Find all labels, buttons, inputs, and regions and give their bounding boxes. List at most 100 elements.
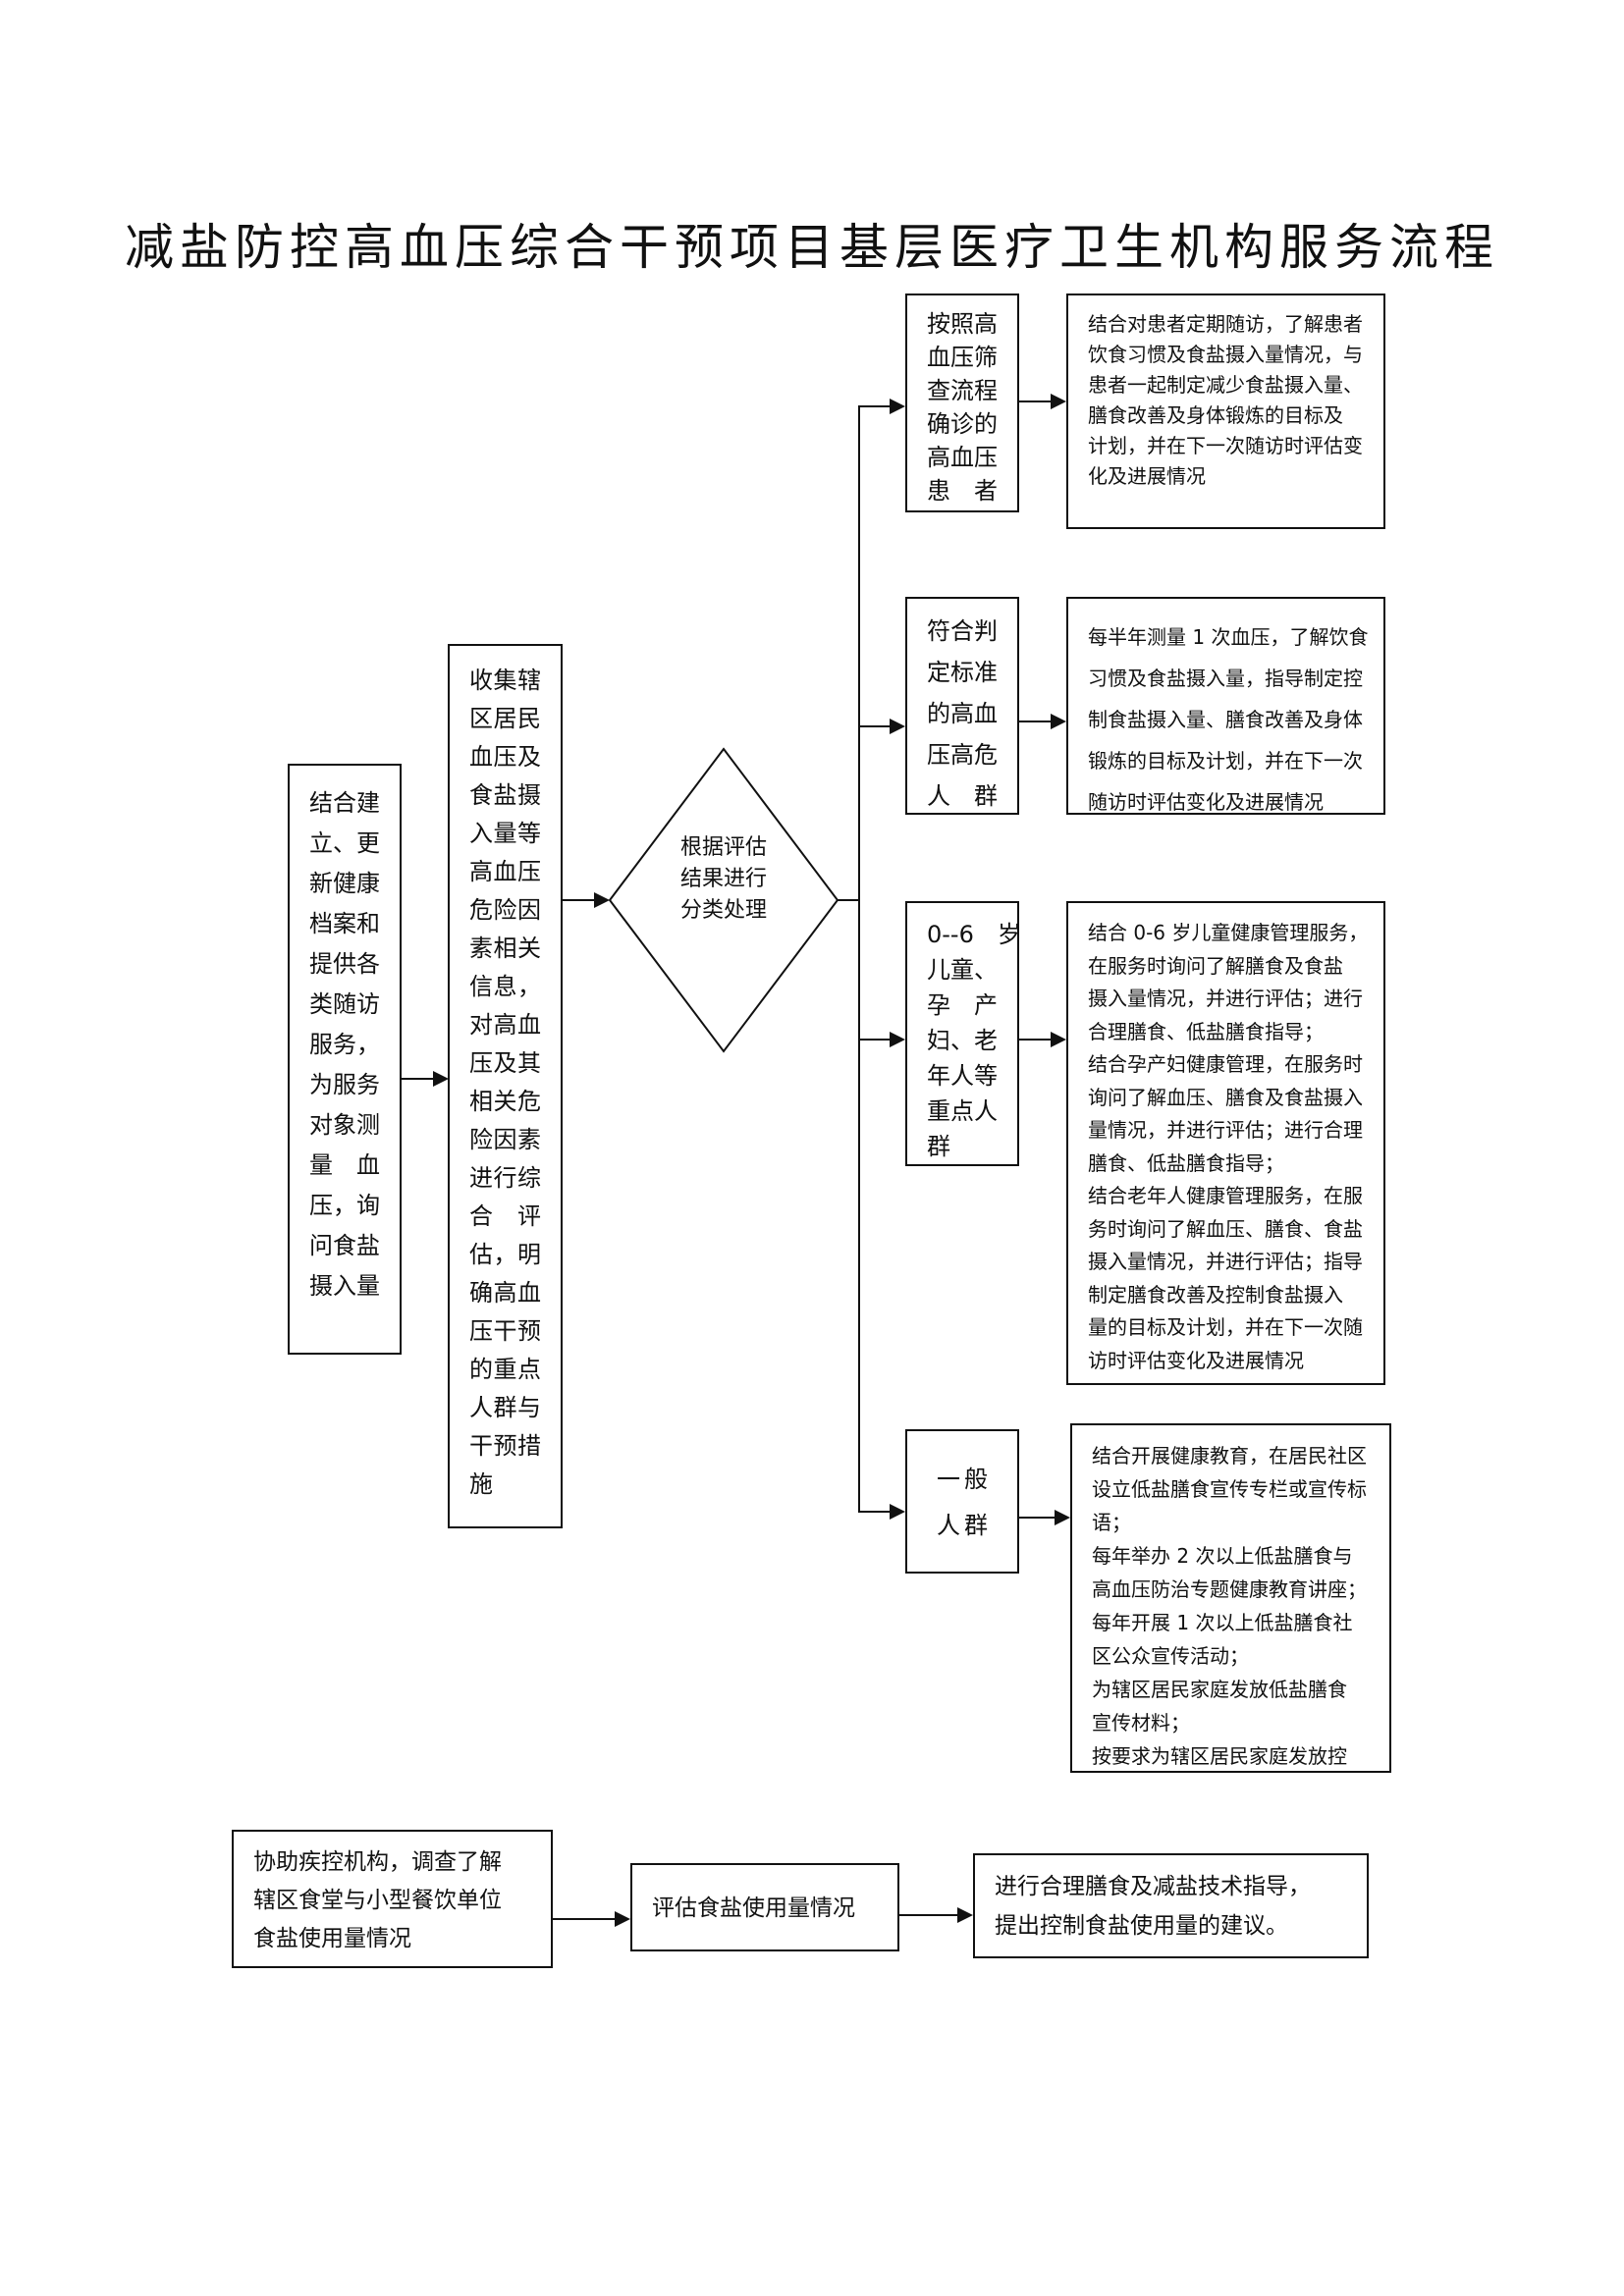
text-line: 务时询问了解血压、膳食、食盐 <box>1088 1216 1363 1241</box>
action-hypertension-patients-box: 结合对患者定期随访，了解患者饮食习惯及食盐摄入量情况，与患者一起制定减少食盐摄入… <box>1066 294 1385 529</box>
connector-line <box>1019 400 1053 402</box>
text-line: 量情况，并进行评估；进行合理 <box>1088 1118 1363 1142</box>
text-line: 高血压 <box>927 444 998 471</box>
action-high-risk-box: 每半年测量 1 次血压，了解饮食习惯及食盐摄入量，指导制定控制食盐摄入量、膳食改… <box>1066 597 1385 815</box>
text-line: 类随访 <box>309 990 380 1018</box>
text-line: 重点人 <box>927 1097 998 1125</box>
text-line: 儿童、 <box>927 956 998 984</box>
arrow-head-icon <box>615 1911 630 1927</box>
text-line: 危险因 <box>469 896 541 924</box>
decision-text: 根据评估 结果进行 分类处理 <box>679 835 767 923</box>
branch-line <box>859 405 891 407</box>
arrow-head-icon <box>1051 1032 1066 1047</box>
text-line: 收集辖 <box>469 667 541 694</box>
text-line: 高血压 <box>469 858 541 885</box>
text-line: 提供各 <box>309 950 380 978</box>
step-health-records-box: 结合建立、更新健康档案和提供各类随访服务，为服务对象测量 血压，询问食盐摄入量 <box>288 764 402 1355</box>
text-line: 妇、老 <box>927 1027 998 1054</box>
text-line: 辖区食堂与小型餐饮单位 <box>253 1888 502 1913</box>
text-line: 高血压防治专题健康教育讲座； <box>1092 1577 1367 1601</box>
text-line: 结合建 <box>309 789 380 817</box>
arrow-head-icon <box>890 1032 905 1047</box>
text-line: 摄入量情况，并进行评估；指导 <box>1088 1250 1363 1273</box>
text-line: 摄入量 <box>309 1272 380 1300</box>
text-line: 量 血 <box>309 1151 380 1179</box>
text-line: 按要求为辖区居民家庭发放控 <box>1092 1744 1347 1768</box>
step-collect-assess-text: 收集辖区居民血压及食盐摄入量等高血压危险因素相关信息，对高血压及其相关危险因素进… <box>450 662 561 1504</box>
text-line: 人群与 <box>469 1394 541 1421</box>
text-line: 每半年测量 1 次血压，了解饮食 <box>1088 625 1369 649</box>
text-line: 符合判 <box>927 617 998 645</box>
text-line: 群 <box>927 1133 950 1160</box>
step-collect-assess-box: 收集辖区居民血压及食盐摄入量等高血压危险因素相关信息，对高血压及其相关危险因素进… <box>448 644 563 1528</box>
text-line: 询问了解血压、膳食及食盐摄入 <box>1088 1085 1363 1109</box>
text-line: 设立低盐膳食宣传专栏或宣传标 <box>1092 1477 1367 1501</box>
text-line: 档案和 <box>309 910 380 937</box>
text-line: 膳食改善及身体锻炼的目标及 <box>1088 403 1343 427</box>
text-line: 确诊的 <box>927 410 998 438</box>
connector-line <box>1019 1517 1056 1519</box>
text-line: 在服务时询问了解膳食及食盐 <box>1088 953 1343 978</box>
group-label: 符合判定标准的高血压高危人群 <box>907 611 1017 817</box>
text-line: 年人等 <box>927 1062 998 1090</box>
arrow-head-icon <box>433 1071 449 1087</box>
text-line: 对象测 <box>309 1111 380 1139</box>
text-line: 服务， <box>309 1031 380 1058</box>
step-health-records-text: 结合建立、更新健康档案和提供各类随访服务，为服务对象测量 血压，询问食盐摄入量 <box>290 783 400 1307</box>
text-line: 人群 <box>927 782 998 810</box>
arrow-head-icon <box>890 719 905 734</box>
text-line: 结合孕产妇健康管理，在服务时 <box>1088 1052 1363 1076</box>
bottom-guidance-text: 进行合理膳食及减盐技术指导，提出控制食盐使用量的建议。 <box>995 1867 1353 1946</box>
branch-line <box>859 725 891 727</box>
bottom-assess-box: 评估食盐使用量情况 <box>630 1863 899 1951</box>
text-line: 问食盐 <box>309 1232 380 1259</box>
text-line: 素相关 <box>469 934 541 962</box>
branch-line <box>859 1039 891 1041</box>
text-line: 访时评估变化及进展情况 <box>1088 1348 1304 1372</box>
group-label: 按照高血压筛查流程确诊的高血压患者 <box>907 307 1017 507</box>
text-line: 立、更 <box>309 829 380 857</box>
arrow-head-icon <box>1055 1510 1070 1525</box>
text-line: 查流程 <box>927 377 998 404</box>
text-line: 摄入量情况，并进行评估；进行 <box>1088 987 1363 1010</box>
connector-line <box>402 1078 435 1080</box>
connector-line <box>1019 721 1053 722</box>
text-line: 食盐摄 <box>469 781 541 809</box>
group-key-population-box: 0--6 岁儿童、孕 产妇、老年人等重点人群 <box>905 901 1021 1166</box>
text-line: 合理膳食、低盐膳食指导； <box>1088 1019 1324 1043</box>
action-text: 结合开展健康教育，在居民社区设立低盐膳食宣传专栏或宣传标语；每年举办 2 次以上… <box>1092 1439 1376 1773</box>
arrow-head-icon <box>957 1907 973 1923</box>
group-hypertension-patients-box: 按照高血压筛查流程确诊的高血压患者 <box>905 294 1019 512</box>
text-line: 压高危 <box>927 741 998 769</box>
text-line: 为辖区居民家庭发放低盐膳食 <box>1092 1678 1347 1701</box>
text-line: 结合 0-6 岁儿童健康管理服务， <box>1088 921 1369 944</box>
text-line: 制食盐摄入量、膳食改善及身体 <box>1088 708 1363 731</box>
text-line: 孕 产 <box>927 991 998 1019</box>
text-line: 患者一起制定减少食盐摄入量、 <box>1088 373 1363 397</box>
arrow-head-icon <box>1051 394 1066 409</box>
text-line: 一般 <box>937 1466 988 1493</box>
text-line: 施 <box>469 1470 493 1498</box>
text-line: 险因素 <box>469 1126 541 1153</box>
text-line: 信息， <box>469 973 541 1000</box>
text-line: 区居民 <box>469 705 541 732</box>
text-line: 估，明 <box>469 1241 541 1268</box>
text-line: 血压及 <box>469 743 541 771</box>
text-line: 制定膳食改善及控制食盐摄入 <box>1088 1282 1343 1307</box>
group-high-risk-box: 符合判定标准的高血压高危人群 <box>905 597 1019 815</box>
text-line: 的重点 <box>469 1356 541 1383</box>
text-line: 饮食习惯及食盐摄入量情况，与 <box>1088 343 1363 366</box>
text-line: 锻炼的目标及计划，并在下一次 <box>1088 749 1363 773</box>
text-line: 入量等 <box>469 820 541 847</box>
text-line: 随访时评估变化及进展情况 <box>1088 790 1324 814</box>
text-line: 定标准 <box>927 659 998 686</box>
bottom-guidance-box: 进行合理膳食及减盐技术指导，提出控制食盐使用量的建议。 <box>973 1853 1369 1958</box>
text-line: 确高血 <box>469 1279 541 1307</box>
text-line: 压及其 <box>469 1049 541 1077</box>
connector-line <box>563 899 596 901</box>
connector-line <box>553 1918 616 1920</box>
branch-trunk-line <box>858 405 860 1513</box>
page-title: 减盐防控高血压综合干预项目基层医疗卫生机构服务流程 <box>125 219 1499 276</box>
text-line: 对高血 <box>469 1011 541 1039</box>
text-line: 评估食盐使用量情况 <box>652 1896 855 1921</box>
